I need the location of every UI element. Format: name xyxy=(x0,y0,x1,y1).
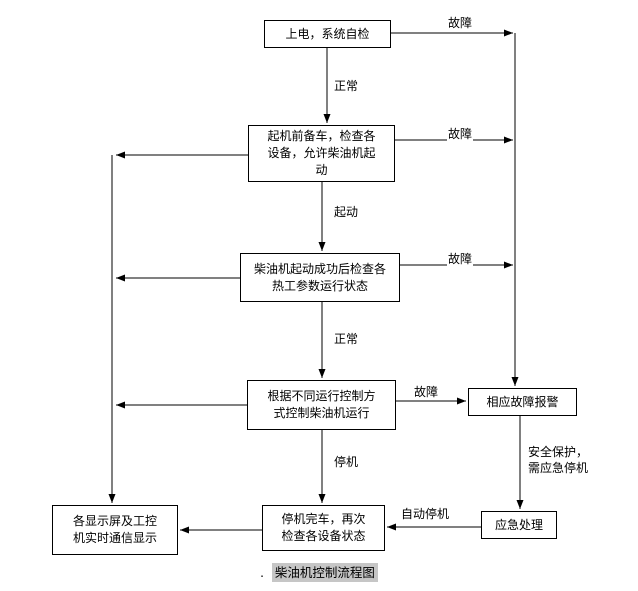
node-start-success-check: 柴油机起动成功后检查各 热工参数运行状态 xyxy=(240,253,400,302)
edge-label-normal-2: 正常 xyxy=(333,331,360,347)
node-display-communication: 各显示屏及工控 机实时通信显示 xyxy=(52,505,178,555)
edge-label-fault-2: 故障 xyxy=(447,126,474,142)
edge-label-fault-1: 故障 xyxy=(447,15,474,31)
node-pre-start-preparation: 起机前备车，检查各 设备，允许柴油机起 动 xyxy=(248,125,395,182)
node-run-mode-control: 根据不同运行控制方 式控制柴油机运行 xyxy=(247,380,396,430)
edge-label-auto-stop: 自动停机 xyxy=(400,506,451,522)
edge-label-fault-3: 故障 xyxy=(447,251,474,267)
title-row: . 柴油机控制流程图 xyxy=(0,562,638,582)
node-emergency-handling: 应急处理 xyxy=(481,511,557,539)
edge-label-start: 起动 xyxy=(333,204,360,220)
edge-label-fault-4: 故障 xyxy=(413,384,440,400)
node-fault-alarm: 相应故障报警 xyxy=(468,388,577,416)
edge-label-stop: 停机 xyxy=(333,454,360,470)
node-power-on-self-check: 上电，系统自检 xyxy=(264,20,391,48)
edge-label-normal-1: 正常 xyxy=(333,78,360,94)
node-stop-recheck: 停机完车，再次 检查各设备状态 xyxy=(262,505,385,551)
title-prefix-dot: . xyxy=(260,566,264,580)
edge-label-safety-protection: 安全保护， 需应急停机 xyxy=(527,444,590,476)
flow-title: 柴油机控制流程图 xyxy=(271,563,378,582)
